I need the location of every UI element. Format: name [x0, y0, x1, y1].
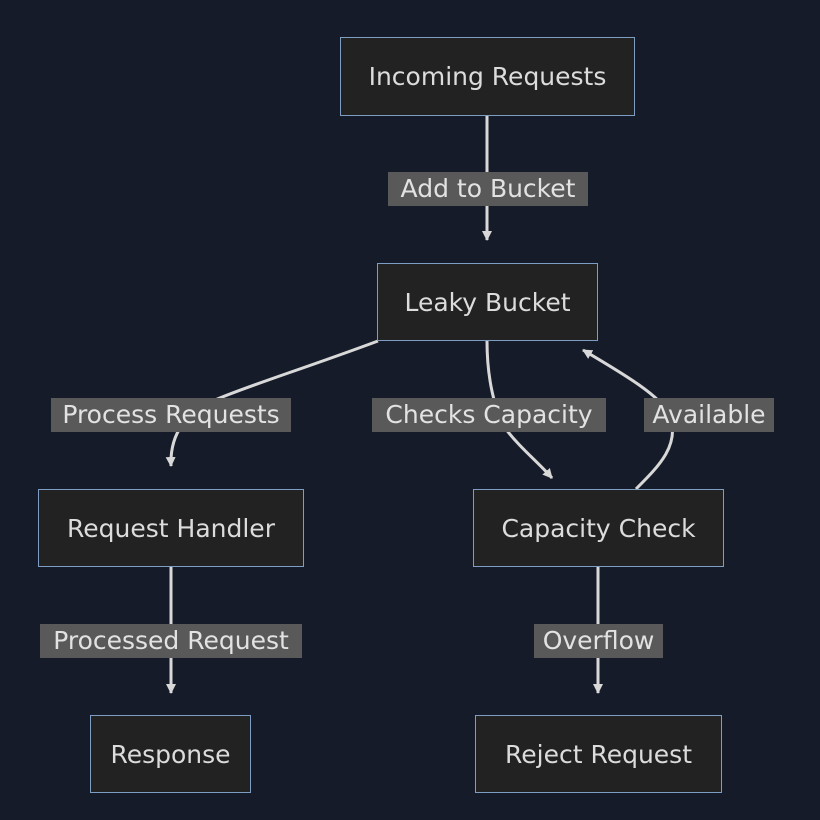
node-leaky-bucket: Leaky Bucket [377, 263, 598, 341]
edge-label-process-requests: Process Requests [51, 398, 291, 432]
node-response: Response [90, 715, 251, 793]
edge-process-requests [165, 339, 379, 467]
edge-label-processed-request: Processed Request [40, 624, 302, 658]
edge-label-overflow: Overflow [534, 624, 663, 658]
edge-label-add-to-bucket: Add to Bucket [388, 172, 588, 206]
node-request-handler: Request Handler [38, 489, 304, 567]
node-incoming-requests: Incoming Requests [340, 37, 635, 116]
node-capacity-check: Capacity Check [473, 489, 724, 567]
edge-label-checks-capacity: Checks Capacity [372, 398, 606, 432]
edge-label-available: Available [644, 398, 774, 432]
node-reject-request: Reject Request [475, 715, 722, 793]
